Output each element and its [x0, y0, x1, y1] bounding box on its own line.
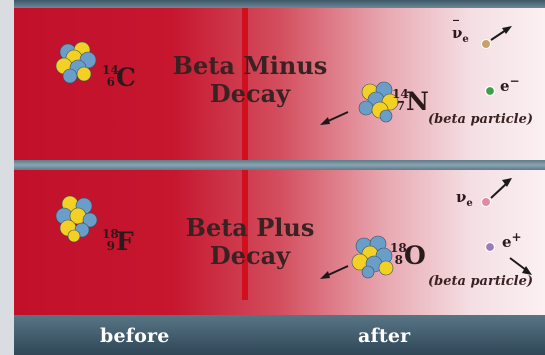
- before-after-line: [242, 8, 248, 160]
- before-label: before: [100, 325, 170, 347]
- positron-label: e+: [502, 230, 522, 251]
- electron-label: e−: [500, 74, 520, 95]
- beta-particle-note-top: (beta particle): [428, 112, 534, 127]
- neutrino-label: νe: [456, 188, 473, 209]
- antineutrino-label: ‾νe: [452, 18, 469, 45]
- neutrino-particle-icon: [481, 178, 512, 207]
- after-label: after: [358, 325, 411, 347]
- beta-plus-title: Beta Plus Decay: [185, 213, 315, 270]
- carbon-nucleus-icon: [55, 41, 97, 84]
- before-after-line-lower: [242, 170, 248, 300]
- daughter-recoil-arrow-icon: [320, 111, 349, 125]
- nitrogen-nucleus-icon: [358, 81, 399, 123]
- top-bar: [14, 0, 545, 8]
- fluorine-nucleus-icon: [55, 195, 98, 243]
- positron-particle-icon: [484, 241, 496, 253]
- daughter-recoil-arrow-icon-lower: [320, 265, 349, 279]
- beta-minus-title: Beta Minus Decay: [172, 51, 328, 108]
- antineutrino-particle-icon: [481, 26, 512, 49]
- panel-divider: [14, 160, 545, 170]
- electron-particle-icon: [484, 85, 496, 97]
- beta-particle-note-bottom: (beta particle): [428, 274, 534, 289]
- timeline-bar: before after: [14, 315, 545, 355]
- oxygen-nucleus-icon: [351, 235, 394, 279]
- positron-direction-arrow-icon: [509, 257, 532, 275]
